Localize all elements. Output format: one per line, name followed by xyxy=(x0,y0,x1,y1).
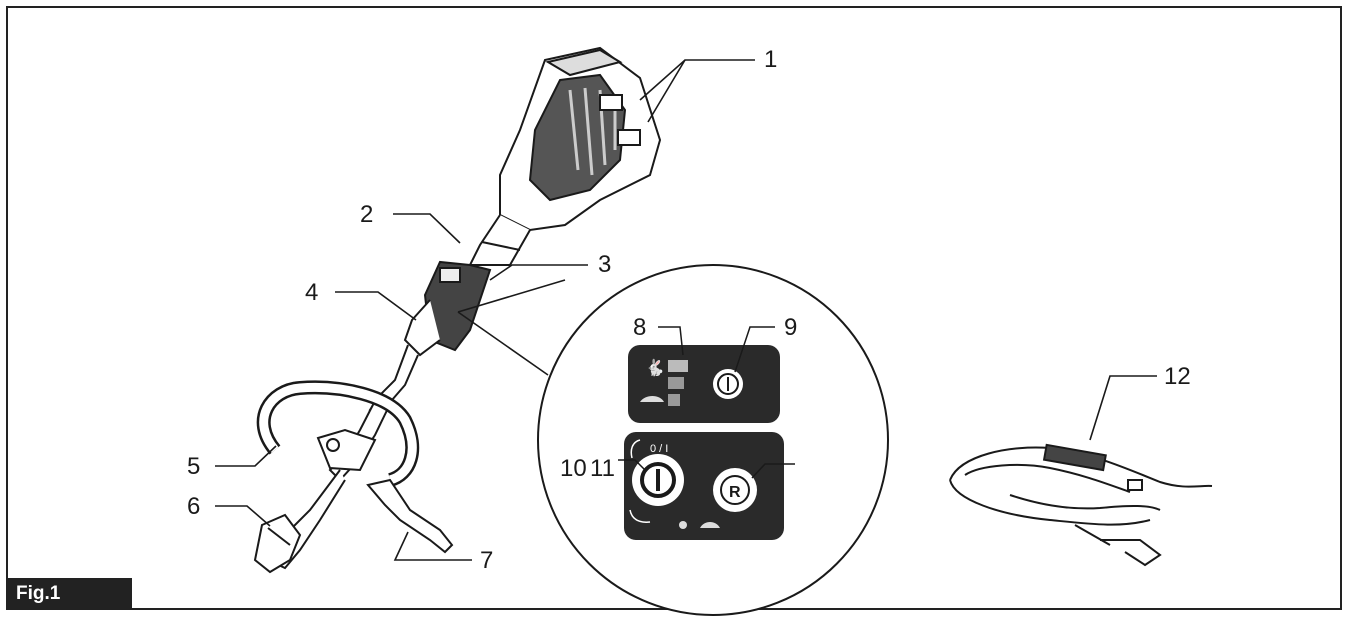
callout-10: 10 xyxy=(560,455,587,482)
speed-indicator-bars xyxy=(668,360,688,406)
control-panel-detail: 🐇 0 / I R xyxy=(457,264,889,616)
callout-11: 11 xyxy=(590,455,615,482)
callout-labels: 1 2 3 4 5 6 7 8 9 10 11 12 xyxy=(187,46,1191,574)
figure-label: Fig.1 xyxy=(8,578,132,610)
callout-4: 4 xyxy=(305,279,318,306)
switch-marking: 0 / I xyxy=(650,443,668,455)
reset-button xyxy=(713,468,757,512)
callout-7: 7 xyxy=(480,547,493,574)
loop-handle xyxy=(256,380,420,487)
rabbit-icon: 🐇 xyxy=(645,358,665,377)
mode-speed-icon xyxy=(679,521,687,529)
turtle-icon xyxy=(640,396,664,402)
reset-letter: R xyxy=(729,484,741,501)
mode-turtle-icon xyxy=(700,522,720,528)
indicator-panel xyxy=(628,345,780,423)
callout-9: 9 xyxy=(784,314,797,341)
callout-12: 12 xyxy=(1164,363,1191,390)
callout-5: 5 xyxy=(187,453,200,480)
callout-6: 6 xyxy=(187,493,200,520)
callout-8: 8 xyxy=(633,314,646,341)
callout-2: 2 xyxy=(360,201,373,228)
motor-housing xyxy=(468,46,662,266)
shaft-clamp xyxy=(253,513,302,574)
shoulder-strap xyxy=(949,443,1213,567)
callout-1: 1 xyxy=(764,46,777,73)
lever xyxy=(366,478,454,554)
callout-leaders xyxy=(215,59,1157,561)
shaft-assembly xyxy=(266,260,492,570)
callout-3: 3 xyxy=(598,251,611,278)
